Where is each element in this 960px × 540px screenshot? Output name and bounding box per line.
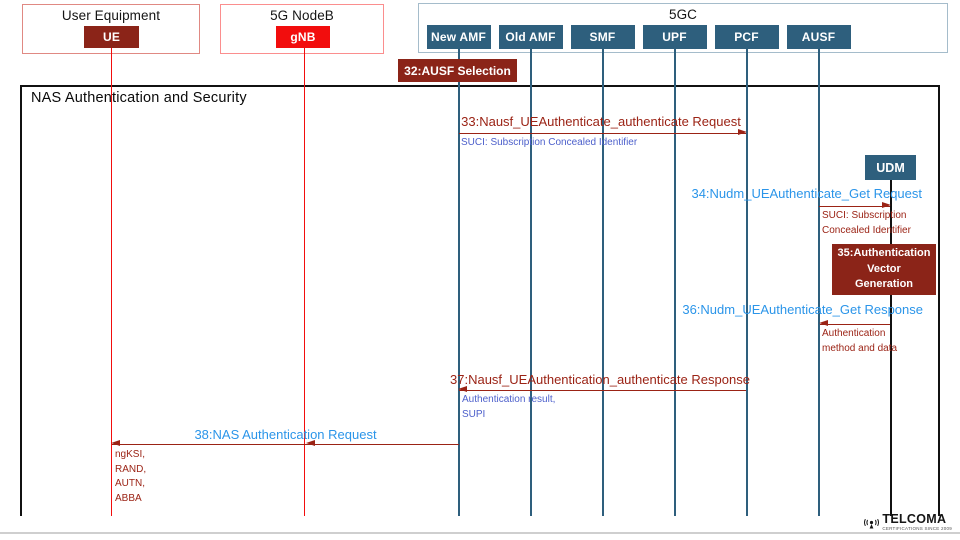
user-equipment-title: User Equipment [61, 8, 161, 23]
telcoma-logo: TELCOMA CERTIFICATIONS SINCE 2009 [863, 513, 952, 531]
udm-node-box: UDM [865, 155, 916, 180]
step34-note: SUCI: Subscription Concealed Identifier [822, 209, 911, 238]
step33-note: SUCI: Subscription Concealed Identifier [461, 137, 638, 148]
ausf-lifeline [818, 49, 820, 516]
upf-lifeline [674, 49, 676, 516]
old-amf-node-box: Old AMF [498, 25, 563, 49]
nodeb-group: 5G NodeB gNB [220, 4, 384, 54]
gnb-node-box: gNB [276, 26, 330, 48]
user-equipment-group: User Equipment UE [22, 4, 200, 54]
5gc-group: 5GC New AMF Old AMF SMF UPF PCF AUSF [418, 3, 948, 53]
step33-title: 33:Nausf_UEAuthenticate_authenticate Req… [461, 114, 741, 129]
step34-arrow [819, 202, 891, 209]
pcf-node-box: PCF [714, 25, 779, 49]
step37-title: 37:Nausf_UEAuthentication_authenticate R… [450, 372, 750, 387]
brand-tagline: CERTIFICATIONS SINCE 2009 [882, 525, 952, 531]
new-amf-node-box: New AMF [426, 25, 491, 49]
step37-note-line1: Authentication result, [462, 394, 556, 405]
step34-title: 34:Nudm_UEAuthenticate_Get Request [691, 186, 922, 201]
nas-auth-frame [20, 85, 940, 516]
step38-param-rand: RAND, [115, 463, 147, 475]
brand-name: TELCOMA [882, 512, 947, 526]
new-amf-lifeline [458, 49, 460, 516]
slide-bottom-rule [0, 532, 960, 534]
smf-node-box: SMF [570, 25, 635, 49]
step35-line1: 35:Authentication [837, 246, 931, 259]
ue-node-box: UE [84, 26, 139, 48]
step36-note-line2: method and data [822, 342, 898, 354]
old-amf-lifeline [530, 49, 532, 516]
step38-param-abba: ABBA [115, 492, 142, 504]
step38-param-ngksi: ngKSI, [115, 449, 146, 460]
step38-params: ngKSI, RAND, AUTN, ABBA [115, 448, 146, 506]
step35-auth-vector-box: 35:Authentication Vector Generation [832, 244, 936, 295]
step38-title: 38:NAS Authentication Request [194, 427, 377, 442]
step34-note-line1: SUCI: Subscription [822, 210, 907, 221]
nodeb-title: 5G NodeB [270, 8, 334, 23]
step38-param-autn: AUTN, [115, 478, 145, 489]
step33-arrow [459, 129, 747, 136]
radio-waves-icon [863, 516, 880, 529]
udm-lifeline [890, 180, 892, 516]
step36-note-line1: Authentication [822, 328, 886, 339]
step38-gnb-arrowhead [306, 440, 315, 447]
step38-arrow [111, 440, 459, 447]
step36-title: 36:Nudm_UEAuthenticate_Get Response [682, 302, 923, 317]
step37-note-line2: SUPI [462, 408, 486, 420]
upf-node-box: UPF [642, 25, 707, 49]
step36-note: Authentication method and data [822, 327, 897, 356]
step37-arrow [458, 386, 746, 393]
step32-ausf-selection-box: 32:AUSF Selection [398, 59, 517, 82]
frame-title: NAS Authentication and Security [31, 90, 247, 106]
step37-note: Authentication result, SUPI [462, 393, 555, 422]
gnb-lifeline [303, 48, 305, 516]
step35-line2: Vector [867, 262, 901, 275]
ue-lifeline [110, 48, 112, 516]
5gc-title: 5GC [668, 7, 698, 22]
pcf-lifeline [746, 49, 748, 516]
step36-arrow [819, 320, 890, 327]
step35-line3: Generation [854, 278, 914, 291]
step34-note-line2: Concealed Identifier [822, 224, 911, 236]
ausf-node-box: AUSF [786, 25, 851, 49]
smf-lifeline [602, 49, 604, 516]
